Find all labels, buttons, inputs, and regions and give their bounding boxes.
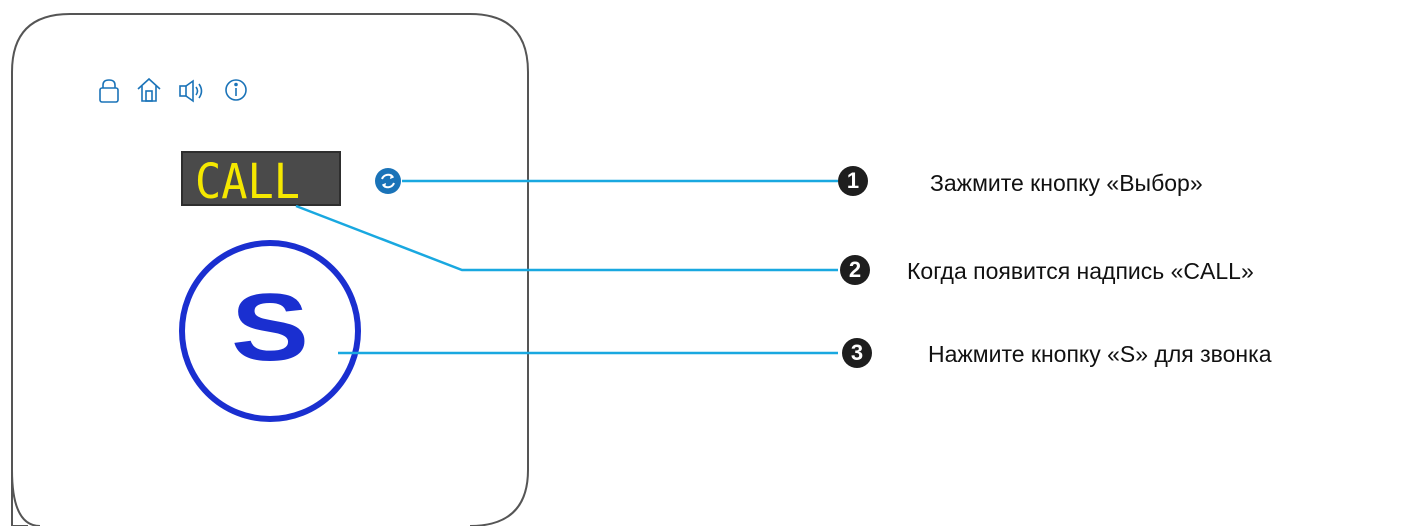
led-display bbox=[181, 151, 341, 206]
step-label-1: Зажмите кнопку «Выбор» bbox=[930, 170, 1203, 196]
select-button[interactable] bbox=[375, 168, 401, 194]
s-button-letter: S bbox=[231, 274, 309, 381]
device-panel bbox=[11, 13, 529, 526]
lock-icon bbox=[99, 79, 119, 103]
step-label-3: Нажмите кнопку «S» для звонка bbox=[928, 341, 1272, 367]
info-icon bbox=[225, 79, 247, 101]
s-button[interactable]: S bbox=[179, 240, 361, 422]
display-text: CALL bbox=[195, 154, 300, 210]
speaker-icon bbox=[179, 79, 203, 103]
step-badge-1: 1 bbox=[838, 166, 868, 196]
step-label-2: Когда появится надпись «CALL» bbox=[907, 258, 1254, 284]
step-badge-3: 3 bbox=[842, 338, 872, 368]
leader-line-2 bbox=[295, 204, 838, 272]
home-icon bbox=[137, 77, 161, 102]
step-badge-2: 2 bbox=[840, 255, 870, 285]
